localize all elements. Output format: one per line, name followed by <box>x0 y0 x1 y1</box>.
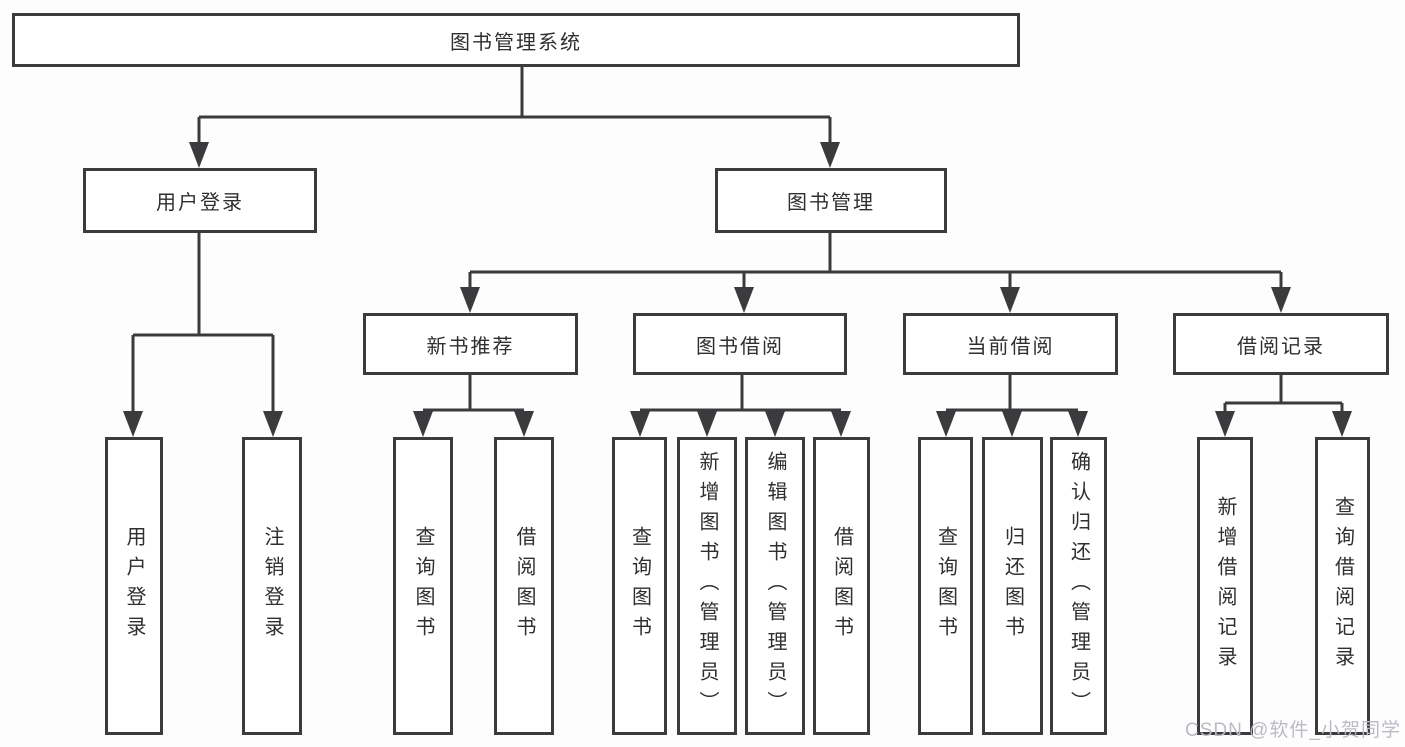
watermark: CSDN @软件_小贺同学 <box>1185 720 1401 741</box>
node-label: 查询图书 <box>934 526 957 646</box>
node-label: 归还图书 <box>1001 526 1024 646</box>
node-label: 图书管理系统 <box>450 31 582 54</box>
arrowhead <box>189 142 209 168</box>
node-label: 借阅图书 <box>830 526 853 646</box>
node-label: 编辑图书（管理员） <box>764 451 786 721</box>
node-label: 图书管理 <box>787 192 875 214</box>
leaf-add-books-admin: 新增图书（管理员） <box>677 437 737 735</box>
connectors-root <box>189 67 840 168</box>
arrowhead <box>734 287 754 313</box>
node-label: 图书借阅 <box>696 335 784 358</box>
node-label: 新书推荐 <box>426 335 515 358</box>
leaf-borrow-books: 借阅图书 <box>813 437 870 735</box>
arrowhead <box>831 411 851 437</box>
leaf-add-borrow-record: 新增借阅记录 <box>1197 437 1253 735</box>
arrowhead <box>820 142 840 168</box>
leaf-user-login: 用户登录 <box>105 437 163 735</box>
node-book-borrow: 图书借阅 <box>633 313 847 375</box>
leaf-borrow-books-recommend: 借阅图书 <box>494 437 554 735</box>
node-label: 借阅图书 <box>513 526 535 646</box>
arrowhead <box>765 411 785 437</box>
leaf-edit-books-admin: 编辑图书（管理员） <box>745 437 805 735</box>
node-current-borrow: 当前借阅 <box>903 313 1118 375</box>
node-label: 查询图书 <box>412 526 434 646</box>
arrowhead <box>123 411 143 437</box>
connectors-new-book-rec <box>413 375 534 437</box>
node-label: 用户登录 <box>156 192 244 214</box>
node-label: 确认归还（管理员） <box>1067 451 1090 721</box>
arrowhead <box>697 411 717 437</box>
arrowhead <box>413 411 433 437</box>
arrowhead <box>1215 411 1235 437</box>
node-label: 借阅记录 <box>1237 335 1325 358</box>
connectors-borrow-records <box>1215 375 1352 437</box>
arrowhead <box>936 411 956 437</box>
node-root: 图书管理系统 <box>12 13 1020 67</box>
connectors-book-mgmt <box>460 233 1291 313</box>
node-book-management: 图书管理 <box>715 168 947 233</box>
arrowhead <box>1332 411 1352 437</box>
node-user-login: 用户登录 <box>83 168 317 233</box>
arrowhead <box>630 411 650 437</box>
node-label: 查询图书 <box>628 526 651 646</box>
leaf-logout: 注销登录 <box>242 437 302 735</box>
node-label: 用户登录 <box>123 526 145 646</box>
leaf-confirm-return-admin: 确认归还（管理员） <box>1050 437 1107 735</box>
arrowhead <box>1002 411 1022 437</box>
arrowhead <box>1068 411 1088 437</box>
arrowhead <box>1000 287 1020 313</box>
connectors-book-borrow <box>630 375 851 437</box>
node-label: 注销登录 <box>261 526 283 646</box>
leaf-query-books-current: 查询图书 <box>918 437 973 735</box>
arrowhead <box>460 287 480 313</box>
leaf-query-borrow-record: 查询借阅记录 <box>1315 437 1370 735</box>
node-label: 新增借阅记录 <box>1214 496 1236 676</box>
node-label: 当前借阅 <box>966 335 1055 358</box>
connectors-user-login <box>123 233 283 437</box>
node-label: 新增图书（管理员） <box>696 451 718 721</box>
leaf-query-books-borrow: 查询图书 <box>612 437 667 735</box>
node-label: 查询借阅记录 <box>1331 496 1354 676</box>
leaf-query-books-recommend: 查询图书 <box>393 437 453 735</box>
connectors-current-borrow <box>936 375 1088 437</box>
arrowhead <box>263 411 283 437</box>
arrowhead <box>1271 287 1291 313</box>
node-borrow-records: 借阅记录 <box>1173 313 1389 375</box>
node-new-book-recommend: 新书推荐 <box>363 313 578 375</box>
leaf-return-books: 归还图书 <box>982 437 1043 735</box>
arrowhead <box>514 411 534 437</box>
